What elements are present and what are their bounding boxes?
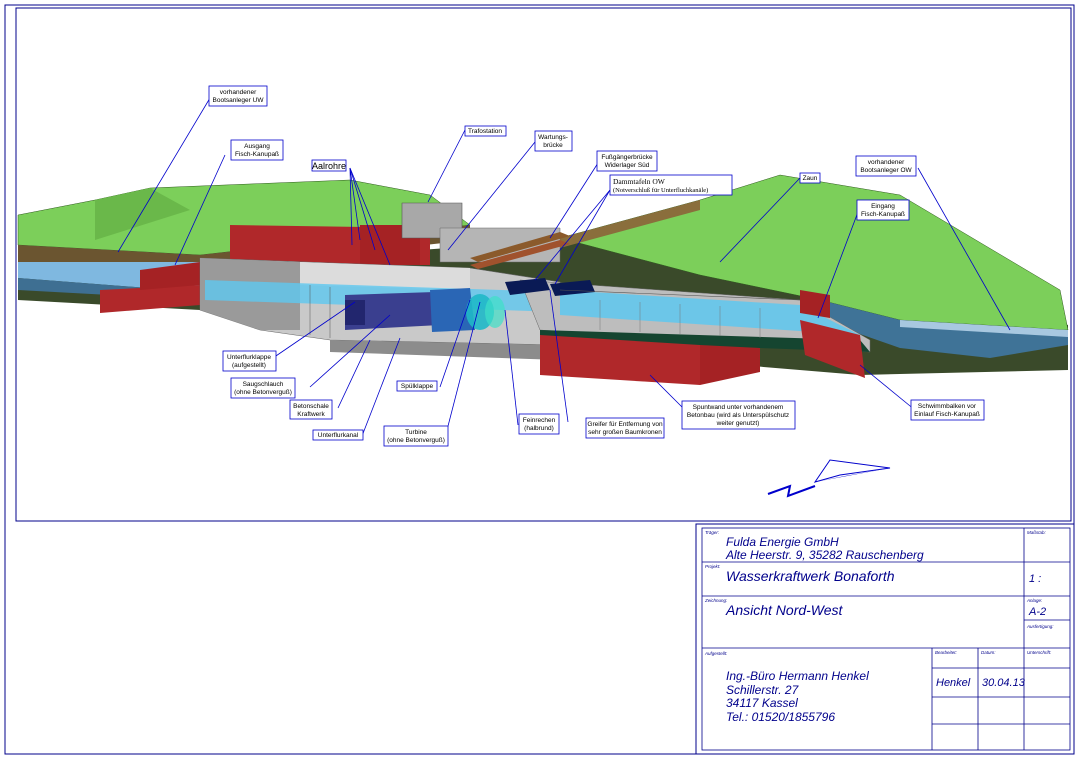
label-feinrechen: Feinrechen (523, 417, 556, 424)
label-wartung-2: brücke (543, 142, 563, 149)
label-betonschale: Betonschale (293, 403, 329, 410)
tb-datum-label: Datum: (981, 650, 996, 655)
label-unterflurkanal: Unterflurkanal (318, 432, 359, 439)
label-spuelklappe: Spülklappe (401, 383, 434, 390)
label-schwimmbalken-2: Einlauf Fisch-Kanupaß (914, 411, 980, 418)
label-betonschale-2: Kraftwerk (297, 411, 325, 418)
label-saugschlauch: Saugschlauch (243, 381, 284, 388)
outer-frame (4, 4, 1075, 755)
label-bootsanleger-uw-2: Bootsanleger UW (213, 97, 265, 104)
label-turbine: Turbine (405, 429, 427, 436)
label-dammtafeln: Dammtafeln OW (613, 177, 666, 186)
tb-aufgestellt-label: Aufgestellt: (704, 651, 728, 656)
tb-massstab: 1 : (1029, 573, 1041, 585)
label-bootsanleger-uw: vorhandener (220, 89, 257, 96)
label-schwimmbalken: Schwimmbalken vor (918, 403, 977, 410)
label-fussgaenger-2: Widerlager Süd (605, 162, 650, 169)
tb-anlage-label: Anlage: (1026, 598, 1043, 603)
flow-direction-icon (767, 459, 891, 498)
label-saugschlauch-2: (ohne Betonverguß) (234, 389, 292, 396)
label-ausgang-2: Fisch-Kanupaß (235, 151, 279, 158)
sheetpile-front (540, 290, 865, 385)
label-texts: vorhandener Bootsanleger UW Ausgang Fisc… (213, 89, 980, 444)
tb-buero-2: Schillerstr. 27 (726, 683, 800, 697)
label-eingang-2: Fisch-Kanupaß (861, 211, 905, 218)
label-zaun: Zaun (803, 175, 818, 182)
tb-projekt-label: Projekt: (705, 564, 721, 569)
tb-zeichnung-label: Zeichnung: (704, 598, 728, 603)
tb-buero-3: 34117 Kassel (726, 696, 798, 710)
label-feinrechen-2: (halbrund) (524, 425, 554, 432)
turbine (345, 288, 505, 332)
label-fussgaenger: Fußgängerbrücke (601, 154, 653, 161)
tb-bearbeiter-label: Bearbeitet: (935, 650, 958, 655)
tb-traeger-2: Alte Heerstr. 9, 35282 Rauschenberg (725, 548, 924, 562)
tb-unterschrift-label: Unterschrift: (1027, 650, 1052, 655)
tb-bearbeiter: Henkel (936, 677, 971, 689)
label-bootsanleger-ow: vorhandener (868, 159, 905, 166)
leader-lines (117, 97, 1011, 437)
label-trafostation: Trafostation (468, 128, 502, 135)
tb-traeger-label: Träger: (705, 530, 720, 535)
drawing-frame (15, 7, 1072, 522)
label-spundwand-3: weiter genutzt) (716, 420, 760, 427)
tb-zeichnung: Ansicht Nord-West (725, 602, 844, 618)
tb-traeger-1: Fulda Energie GmbH (726, 535, 839, 549)
label-unterflurklappe-2: (aufgestellt) (232, 362, 266, 369)
tb-buero-1: Ing.-Büro Hermann Henkel (726, 669, 869, 683)
label-spundwand: Spuntwand unter vorhandenem (693, 404, 784, 411)
intake-channel (505, 278, 871, 353)
tb-buero-4: Tel.: 01520/1855796 (726, 710, 835, 724)
label-bootsanleger-ow-2: Bootsanleger OW (860, 167, 912, 174)
label-greifer: Greifer für Entfernung von (587, 421, 663, 428)
power-plant-view (17, 174, 1069, 385)
label-turbine-2: (ohne Betonverguß) (387, 437, 445, 444)
label-aalrohre: Aalrohre (312, 161, 346, 171)
label-unterflurklappe: Unterflurklappe (227, 354, 271, 361)
tb-ausfertigung-label: Ausfertigung: (1026, 624, 1054, 629)
tb-projekt: Wasserkraftwerk Bonaforth (726, 568, 895, 584)
label-spundwand-2: Betonbau (wird als Unterspülschutz (687, 412, 789, 419)
tb-massstab-label: Maßstab: (1027, 530, 1047, 535)
title-block: Träger: Fulda Energie GmbH Alte Heerstr.… (695, 523, 1075, 755)
label-boxes (208, 85, 985, 447)
grass-right (559, 174, 1069, 331)
label-eingang: Eingang (871, 203, 895, 210)
label-dammtafeln-2: (Notverschluß für Unterfluchkanäle) (613, 187, 708, 194)
label-greifer-2: sehr großen Baumkronen (588, 429, 662, 436)
tb-datum: 30.04.13 (982, 677, 1026, 689)
tb-anlage: A-2 (1028, 606, 1046, 618)
label-wartung: Wartungs- (538, 134, 568, 141)
label-ausgang: Ausgang (244, 143, 270, 150)
